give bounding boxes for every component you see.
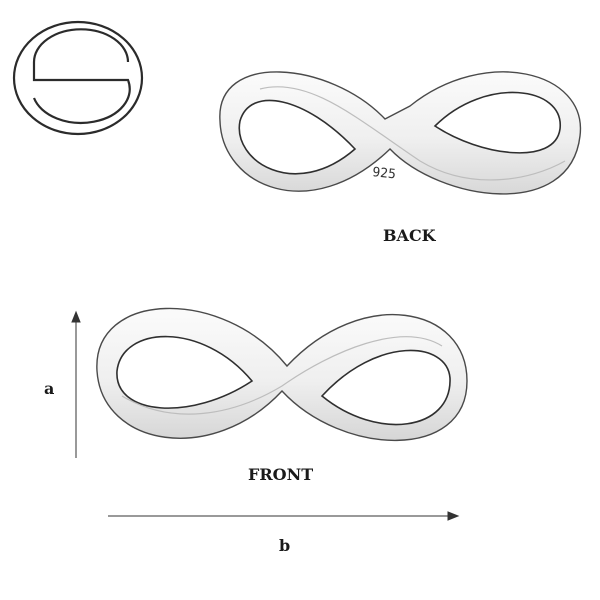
back-view-label: BACK <box>383 226 436 245</box>
width-dimension-label: b <box>279 536 291 555</box>
arrow-right-icon-head <box>447 511 460 521</box>
height-dimension-label: a <box>44 379 55 398</box>
front-view-label: FRONT <box>248 465 314 484</box>
metal-stamp-925: 925 <box>372 165 397 182</box>
arrow-up-icon-head <box>71 310 81 323</box>
